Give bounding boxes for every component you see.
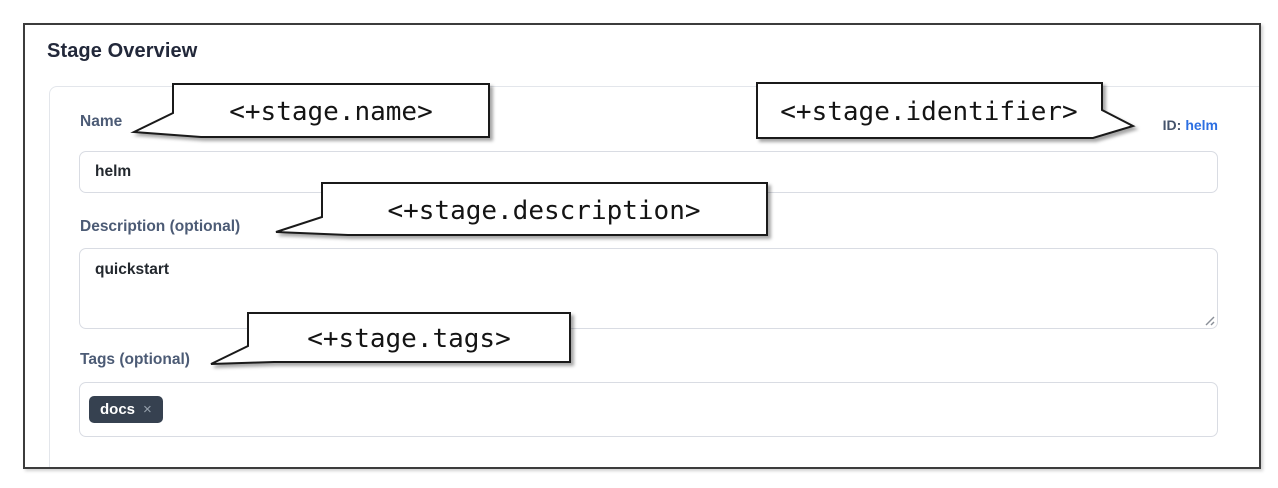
tag-chip: docs × xyxy=(89,396,163,423)
id-value-link[interactable]: helm xyxy=(1185,117,1218,133)
tag-remove-icon[interactable]: × xyxy=(143,401,152,418)
textarea-resize-handle-icon[interactable] xyxy=(1202,313,1215,326)
tag-chip-label: docs xyxy=(100,401,136,418)
screenshot-frame: Stage Overview Name ID:helm Description … xyxy=(23,23,1261,469)
description-textarea[interactable]: quickstart xyxy=(79,248,1218,329)
stage-id: ID:helm xyxy=(1163,117,1218,133)
description-field-wrap: quickstart xyxy=(79,248,1218,329)
name-input[interactable] xyxy=(79,151,1218,193)
tags-label: Tags (optional) xyxy=(80,351,190,368)
page-title: Stage Overview xyxy=(47,40,198,62)
tags-input[interactable]: docs × xyxy=(79,382,1218,437)
description-label: Description (optional) xyxy=(80,218,241,235)
id-label: ID: xyxy=(1162,117,1182,133)
name-label: Name xyxy=(80,113,123,130)
